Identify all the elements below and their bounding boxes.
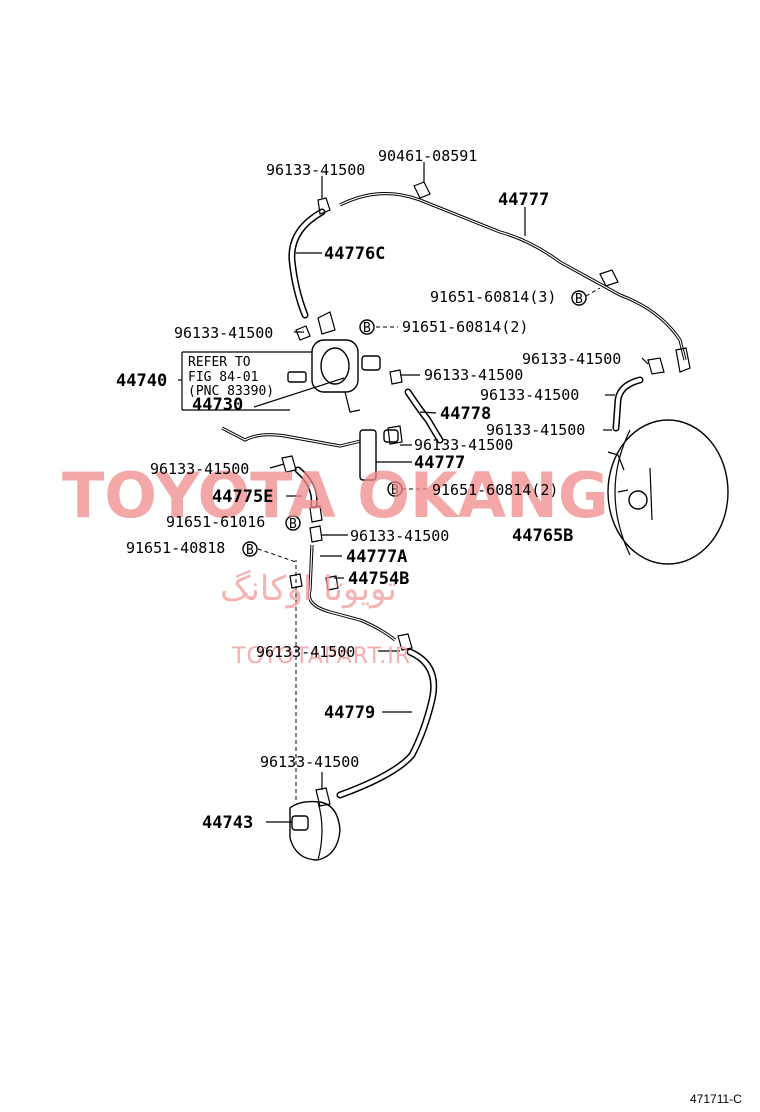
label-44740: 44740 [116, 371, 167, 391]
vacuum-tank-44743 [289, 800, 341, 861]
watermark-url: TOYOTAPART.IR [231, 644, 411, 669]
label-96133-low: 96133-41500 [256, 643, 355, 661]
pipe-44777-upper [339, 192, 687, 361]
label-91651-r3: 91651-60814(3) [430, 288, 556, 306]
label-44779: 44779 [324, 703, 375, 723]
label-96133-top: 96133-41500 [266, 161, 365, 179]
label-96133-m3: 96133-41500 [350, 527, 449, 545]
svg-text:B: B [289, 517, 297, 532]
label-96133-m1: 96133-41500 [424, 366, 523, 384]
label-90461: 90461-08591 [378, 147, 477, 165]
label-96133-bottom: 96133-41500 [260, 753, 359, 771]
label-44777-upper: 44777 [498, 190, 549, 210]
label-44743: 44743 [202, 813, 253, 833]
label-96133-left2: 96133-41500 [150, 460, 249, 478]
svg-text:B: B [363, 321, 371, 336]
label-96133-r2: 96133-41500 [480, 386, 579, 404]
label-44778: 44778 [440, 404, 491, 424]
label-96133-left1: 96133-41500 [174, 324, 273, 342]
vacuum-valve-44730 [287, 311, 381, 413]
figure-id: 471711-C [690, 1092, 742, 1106]
hose-44775e [294, 466, 318, 509]
label-91651-61016: 91651-61016 [166, 513, 265, 531]
clamp-icon [281, 181, 691, 807]
label-44777a: 44777A [346, 547, 407, 567]
hose-44778 [404, 388, 444, 444]
label-44754b: 44754B [348, 569, 409, 589]
refer-line-1: REFER TO [188, 355, 251, 370]
refer-line-3: (PNC 83390) [188, 384, 274, 399]
label-44776c: 44776C [324, 244, 385, 264]
svg-text:B: B [391, 483, 399, 498]
brake-booster-44765b [607, 419, 729, 565]
leader-lines [178, 162, 649, 823]
svg-text:B: B [575, 292, 583, 307]
pipe-44777-middle [221, 426, 366, 448]
svg-text:B: B [246, 543, 254, 558]
part-labels: 96133-41500 90461-08591 44777 44776C 916… [116, 147, 621, 833]
label-96133-m2: 96133-41500 [414, 436, 513, 454]
label-91651-m2: 91651-60814(2) [402, 318, 528, 336]
label-44765b: 44765B [512, 526, 573, 546]
label-91651-40818: 91651-40818 [126, 539, 225, 557]
watermark-brand: TOYOTA OKANG [62, 459, 609, 532]
union-fitting-middle [359, 429, 399, 481]
label-44777-middle: 44777 [414, 453, 465, 473]
pipe-44777a [307, 544, 396, 642]
refer-line-2: FIG 84-01 [188, 370, 258, 385]
label-44730: 44730 [192, 395, 243, 415]
hose-44779 [336, 648, 438, 799]
label-44775e: 44775E [212, 487, 273, 507]
refer-note: REFER TO FIG 84-01 (PNC 83390) [188, 355, 274, 399]
label-96133-r1: 96133-41500 [522, 350, 621, 368]
hose-booster-side [612, 376, 644, 432]
hose-44776c [288, 208, 326, 319]
bolt-marker-icon: B B B B B [242, 290, 587, 558]
watermark-persian: تویوتا اوکانگ [220, 569, 397, 609]
label-96133-r3: 96133-41500 [486, 421, 585, 439]
label-91651-b2: 91651-60814(2) [432, 481, 558, 499]
